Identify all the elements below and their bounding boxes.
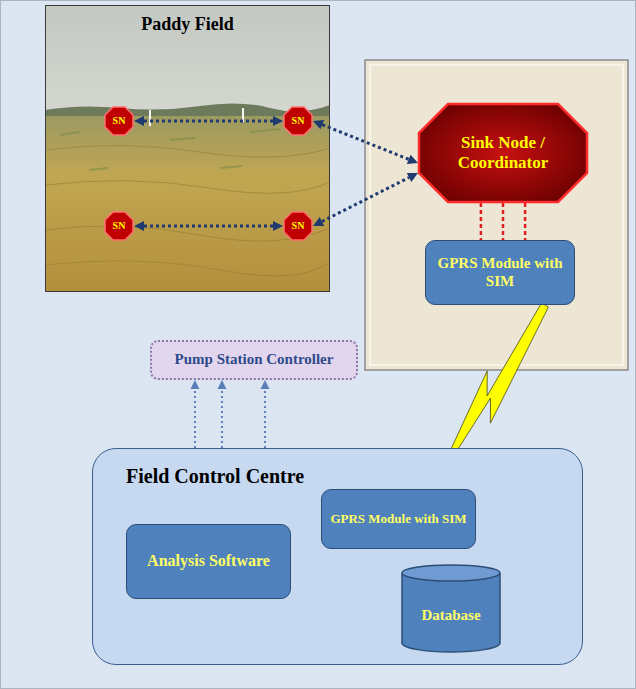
node-label: GPRS Module with SIM	[434, 255, 566, 290]
gprs-node: GPRS Module with SIM	[321, 489, 476, 549]
connector	[190, 380, 199, 448]
sink-node: Sink Node / Coordinator	[418, 103, 588, 203]
octagon	[284, 212, 312, 240]
arrowhead	[273, 116, 283, 126]
sn-node: SN	[104, 106, 134, 136]
sky	[45, 5, 330, 113]
connector-line	[144, 225, 273, 228]
node-label: Database	[421, 607, 480, 624]
connector	[525, 203, 526, 240]
sink-enclosure	[365, 60, 628, 370]
node-label: GPRS Module with SIM	[330, 512, 466, 527]
cylinder-top	[402, 565, 500, 581]
arrowhead	[407, 173, 418, 182]
arrowhead	[217, 380, 226, 389]
gprs-node: GPRS Module with SIM	[425, 240, 575, 305]
db-node: Database	[401, 564, 501, 652]
sn-node: SN	[104, 211, 134, 241]
connector-line	[524, 203, 527, 240]
field-poles	[150, 108, 243, 126]
octagon	[419, 104, 587, 202]
node-label: Pump Station Controller	[175, 351, 334, 368]
connector	[134, 116, 283, 126]
connector-line	[194, 389, 196, 448]
connector	[134, 221, 283, 231]
field-texture	[45, 145, 330, 275]
arrowhead	[261, 380, 270, 389]
pump-node: Pump Station Controller	[150, 340, 358, 380]
connector-line	[221, 389, 223, 448]
connector-line	[322, 125, 408, 160]
cylinder-body	[402, 573, 500, 652]
node-label: SN	[113, 220, 126, 232]
gprs-node: Analysis Software	[126, 524, 291, 599]
octagon	[105, 212, 133, 240]
sn-node: SN	[283, 211, 313, 241]
connector	[313, 173, 418, 226]
arrowhead	[273, 221, 283, 231]
node-label: SN	[292, 220, 305, 232]
octagon	[105, 107, 133, 135]
node-label: Analysis Software	[147, 552, 270, 570]
node-label: SN	[113, 115, 126, 127]
connector-line	[502, 203, 505, 240]
arrowhead	[313, 217, 324, 226]
arrowhead	[313, 120, 324, 129]
region-title: Paddy Field	[52, 14, 323, 35]
green-patches	[60, 129, 280, 170]
connector	[313, 120, 418, 164]
sn-node: SN	[283, 106, 313, 136]
connector-line	[264, 389, 266, 448]
enclosure-bevel	[370, 65, 623, 365]
connector	[217, 380, 226, 448]
node-label: SN	[292, 115, 305, 127]
connector	[480, 203, 481, 240]
arrowhead	[134, 116, 144, 126]
rice-field	[45, 116, 330, 292]
connector-line	[144, 120, 273, 123]
region-title: Field Control Centre	[126, 465, 572, 488]
connector-line	[480, 203, 483, 240]
octagon	[284, 107, 312, 135]
centre-node: Field Control CentreGPRS Module with SIM…	[92, 448, 583, 665]
arrowhead	[190, 380, 199, 389]
photo-node: Paddy FieldSN SN SN SN	[45, 5, 330, 292]
arrowhead	[407, 155, 418, 164]
arrowhead	[134, 221, 144, 231]
connector	[503, 203, 504, 240]
node-label: Sink Node / Coordinator	[444, 133, 562, 172]
connector	[261, 380, 270, 448]
connector-line	[322, 178, 409, 222]
